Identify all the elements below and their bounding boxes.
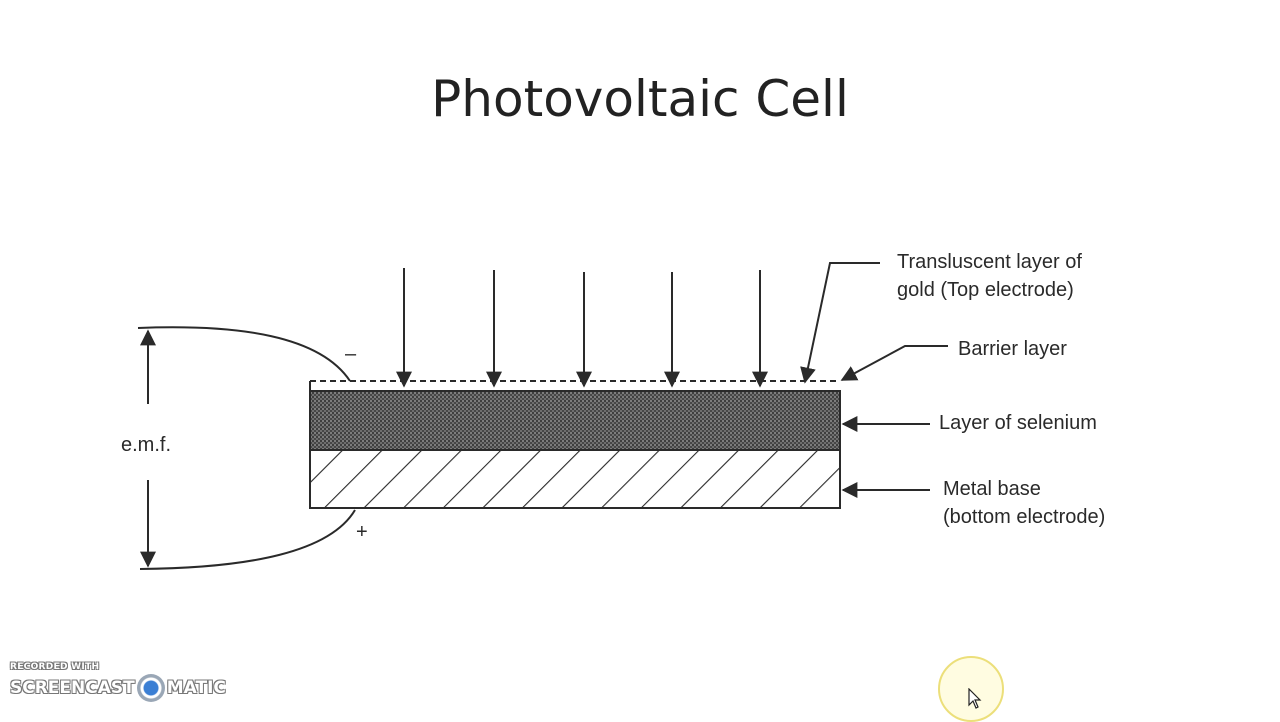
gold-label-line1: Transluscent layer of (897, 251, 1082, 273)
metal-label-line1: Metal base (943, 478, 1041, 500)
emf-label: e.m.f. (121, 434, 171, 456)
watermark-recorded-with: RECORDED WITH (10, 662, 100, 672)
metal-label-line2: (bottom electrode) (943, 506, 1105, 528)
gold-leader-line (800, 262, 880, 384)
plus-terminal: + (356, 521, 368, 543)
selenium-label: Layer of selenium (939, 412, 1097, 434)
screencast-logo-icon (136, 674, 165, 702)
positive-wire (139, 509, 356, 570)
gold-label-line2: gold (Top electrode) (897, 279, 1074, 301)
minus-terminal: – (345, 343, 357, 365)
selenium-layer (309, 390, 841, 451)
barrier-label: Barrier layer (958, 338, 1067, 360)
light-rays (396, 268, 768, 388)
watermark-brand-right: MATIC (166, 678, 226, 698)
slide-title: Photovoltaic Cell (431, 70, 849, 128)
negative-wire (137, 326, 351, 382)
barrier-leader-line (840, 345, 948, 381)
metal-base-layer (309, 449, 841, 509)
watermark-brand-left: SCREENCAST (10, 678, 135, 698)
screencast-watermark: RECORDED WITH SCREENCAST MATIC (10, 662, 226, 702)
mouse-pointer-icon (968, 688, 982, 709)
